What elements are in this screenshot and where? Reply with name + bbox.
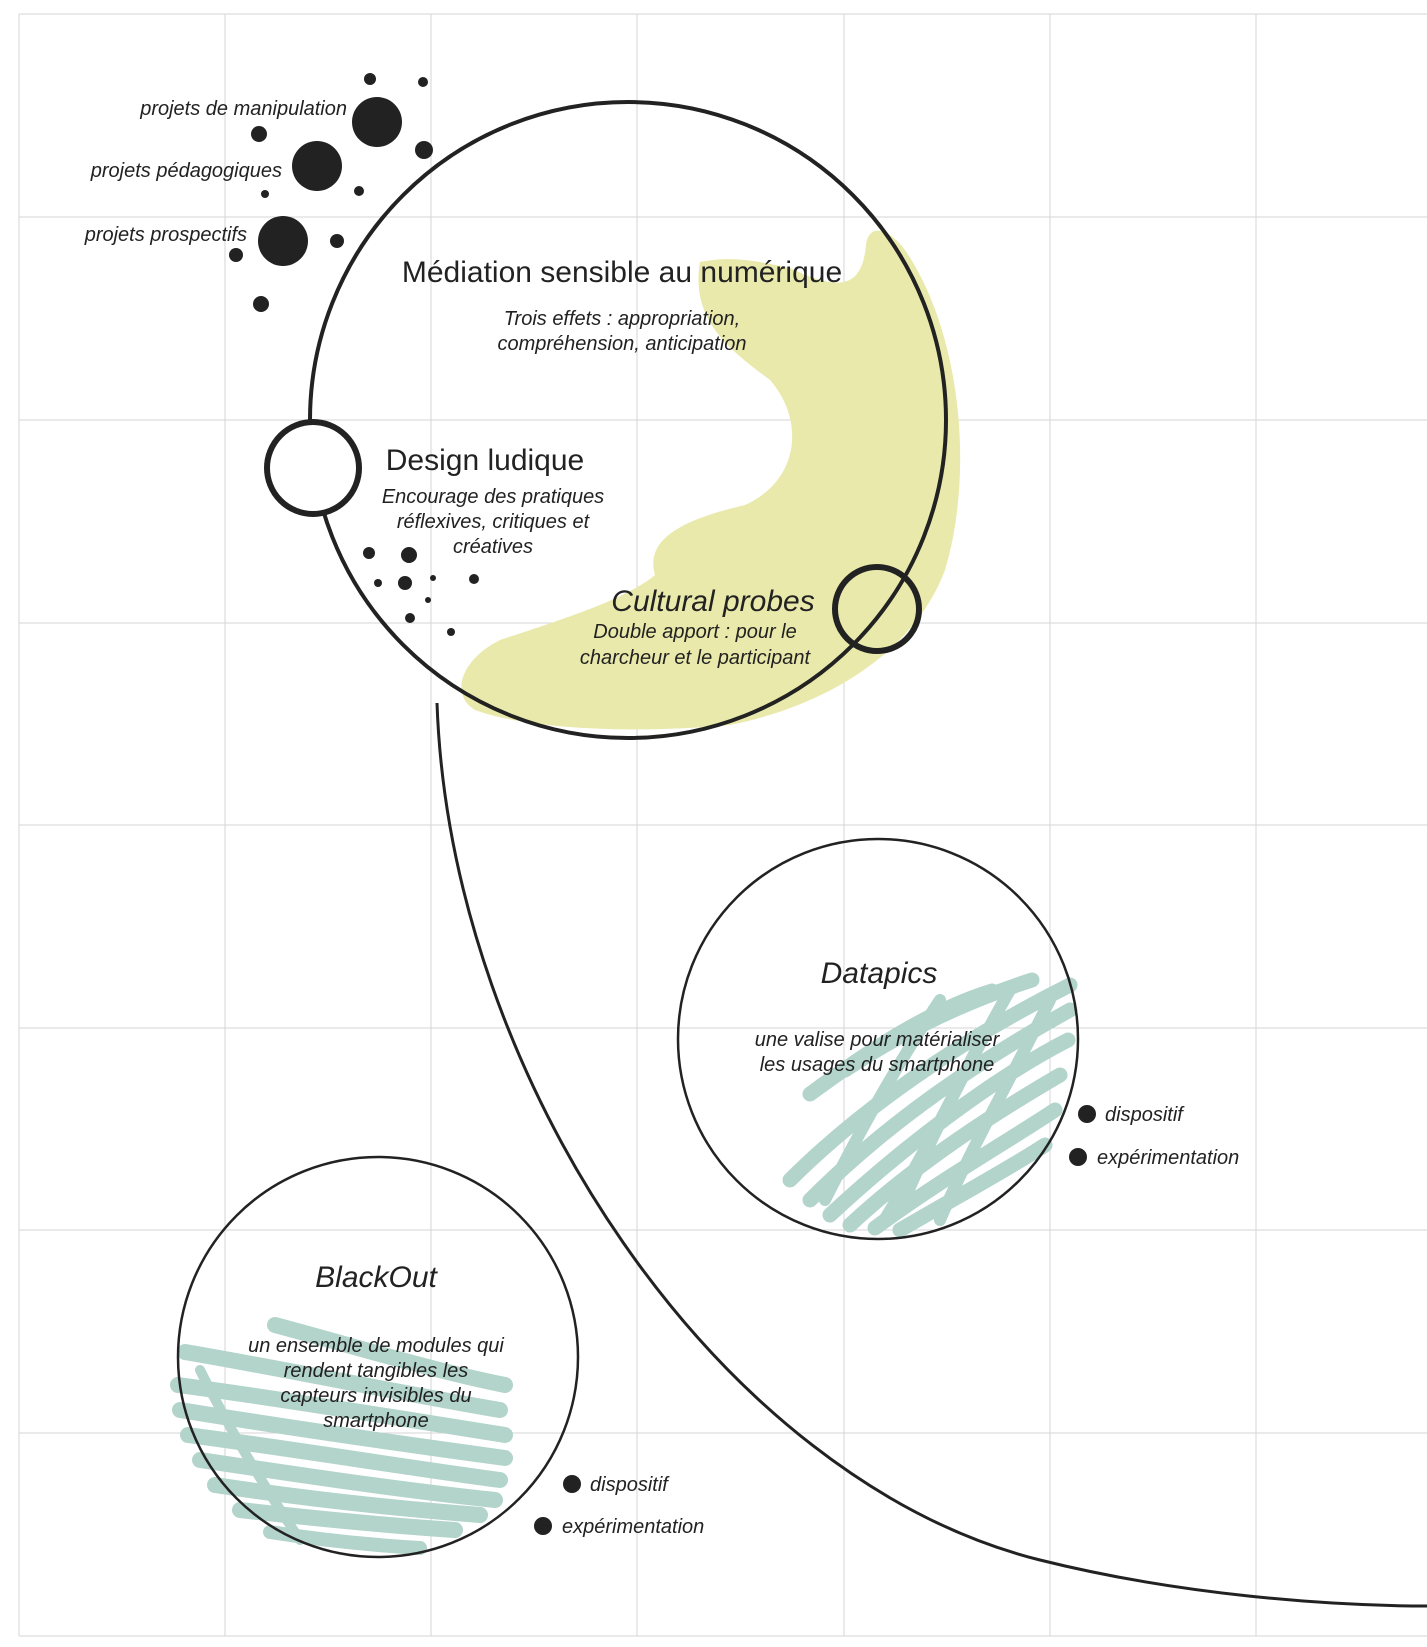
label-projets-prospectifs: projets prospectifs [84, 224, 247, 246]
datapics-subtitle-line-2: les usages du smartphone [760, 1054, 995, 1076]
blackout-subtitle-line-3: capteurs invisibles du [280, 1385, 471, 1407]
datapics-subtitle-line-1: une valise pour matérialiser [755, 1029, 1001, 1051]
label-projets-pedagogiques: projets pédagogiques [90, 160, 282, 182]
datapics-title: Datapics [821, 957, 938, 990]
main-title: Médiation sensible au numérique [402, 256, 842, 289]
design-ludique-ring [264, 419, 362, 517]
cultural-probes-subtitle-line-1: Double apport : pour le [593, 621, 796, 643]
blackout-subtitle-line-2: rendent tangibles les [284, 1360, 469, 1382]
blackout-subtitle-line-4: smartphone [323, 1410, 429, 1432]
datapics-tag-dispositif: dispositif [1105, 1104, 1185, 1126]
design-ludique-subtitle-line-2: réflexives, critiques et [397, 511, 591, 533]
main-subtitle-line-2: compréhension, anticipation [497, 333, 746, 355]
blackout-tag-bullet-1 [563, 1475, 581, 1493]
design-ludique-subtitle-line-3: créatives [453, 536, 533, 558]
dots-cluster-middle [363, 547, 479, 636]
dots-cluster-top [229, 73, 433, 312]
design-ludique-subtitle-line-1: Encourage des pratiques [382, 486, 604, 508]
datapics-circle [676, 837, 1080, 1241]
blackout-subtitle-line-1: un ensemble de modules qui [248, 1335, 504, 1357]
design-ludique-title: Design ludique [386, 444, 584, 477]
blackout-title: BlackOut [315, 1261, 438, 1294]
cultural-probes-ring [832, 564, 922, 654]
datapics-tag-experimentation: expérimentation [1097, 1147, 1239, 1169]
main-subtitle-line-1: Trois effets : appropriation, [504, 308, 740, 330]
background-grid [18, 13, 1427, 1637]
blackout-tag-experimentation: expérimentation [562, 1516, 704, 1538]
connecting-arc [435, 702, 1427, 1608]
datapics-tag-bullet-1 [1078, 1105, 1096, 1123]
cultural-probes-subtitle-line-2: charcheur et le participant [580, 647, 812, 669]
cultural-probes-title: Cultural probes [611, 585, 814, 618]
blackout-tag-bullet-2 [534, 1517, 552, 1535]
datapics-tag-bullet-2 [1069, 1148, 1087, 1166]
blackout-tag-dispositif: dispositif [590, 1474, 670, 1496]
blackout-circle [176, 1155, 580, 1559]
label-projets-manipulation: projets de manipulation [139, 98, 347, 120]
datapics-scribble [782, 972, 1078, 1238]
blackout-scribble [170, 1317, 513, 1555]
